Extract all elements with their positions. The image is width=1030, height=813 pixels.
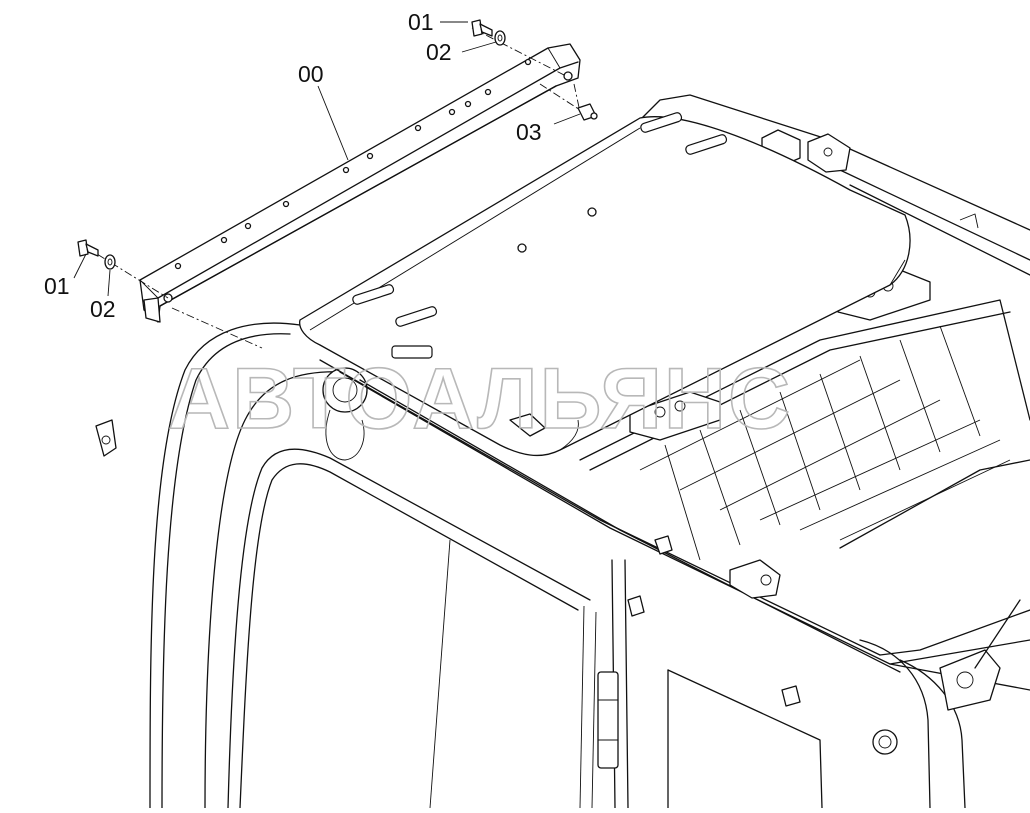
roof-cover-panel	[299, 112, 911, 457]
fasteners	[77, 19, 598, 270]
callout-03: 03	[516, 119, 542, 145]
panel-hole-icon	[517, 243, 527, 253]
watermark: АВТОАЛЬЯНС	[168, 351, 792, 447]
roof-vent-panel	[579, 267, 1030, 561]
panel-slot-icon	[640, 112, 683, 133]
bolt-icon	[77, 239, 99, 257]
callout-02-left: 02	[90, 296, 116, 322]
side-clip-icon	[729, 559, 781, 599]
left-hook-icon	[95, 419, 117, 457]
cab-frame	[95, 322, 966, 809]
mounting-bracket	[139, 43, 581, 323]
panel-slot-icon	[391, 345, 433, 359]
callout-00: 00	[298, 61, 324, 87]
panel-tab-icon	[509, 413, 546, 437]
clip-icon	[577, 103, 598, 121]
panel-slot-icon	[352, 284, 395, 305]
callout-01-left: 01	[44, 273, 70, 299]
rear-clip-icon	[807, 133, 851, 173]
roof-rails	[299, 94, 1030, 711]
hinge-plate-icon	[629, 391, 721, 441]
bolt-icon	[471, 19, 493, 37]
panel-hole-icon	[587, 207, 597, 217]
rear-latch-icon	[939, 649, 1001, 711]
pivot-icon	[322, 367, 368, 413]
side-tab-icon	[781, 685, 801, 707]
panel-slot-icon	[685, 134, 728, 155]
door-hinge-icon	[597, 671, 619, 769]
corner-bolt-icon	[872, 729, 898, 755]
callout-02-top: 02	[426, 39, 452, 65]
callout-01-top: 01	[408, 9, 434, 35]
side-tab-icon	[627, 595, 645, 617]
washer-icon	[104, 254, 116, 270]
panel-slot-icon	[395, 306, 438, 327]
washer-icon	[494, 30, 506, 46]
side-tab-icon	[654, 535, 673, 555]
leader-lines	[73, 21, 581, 297]
